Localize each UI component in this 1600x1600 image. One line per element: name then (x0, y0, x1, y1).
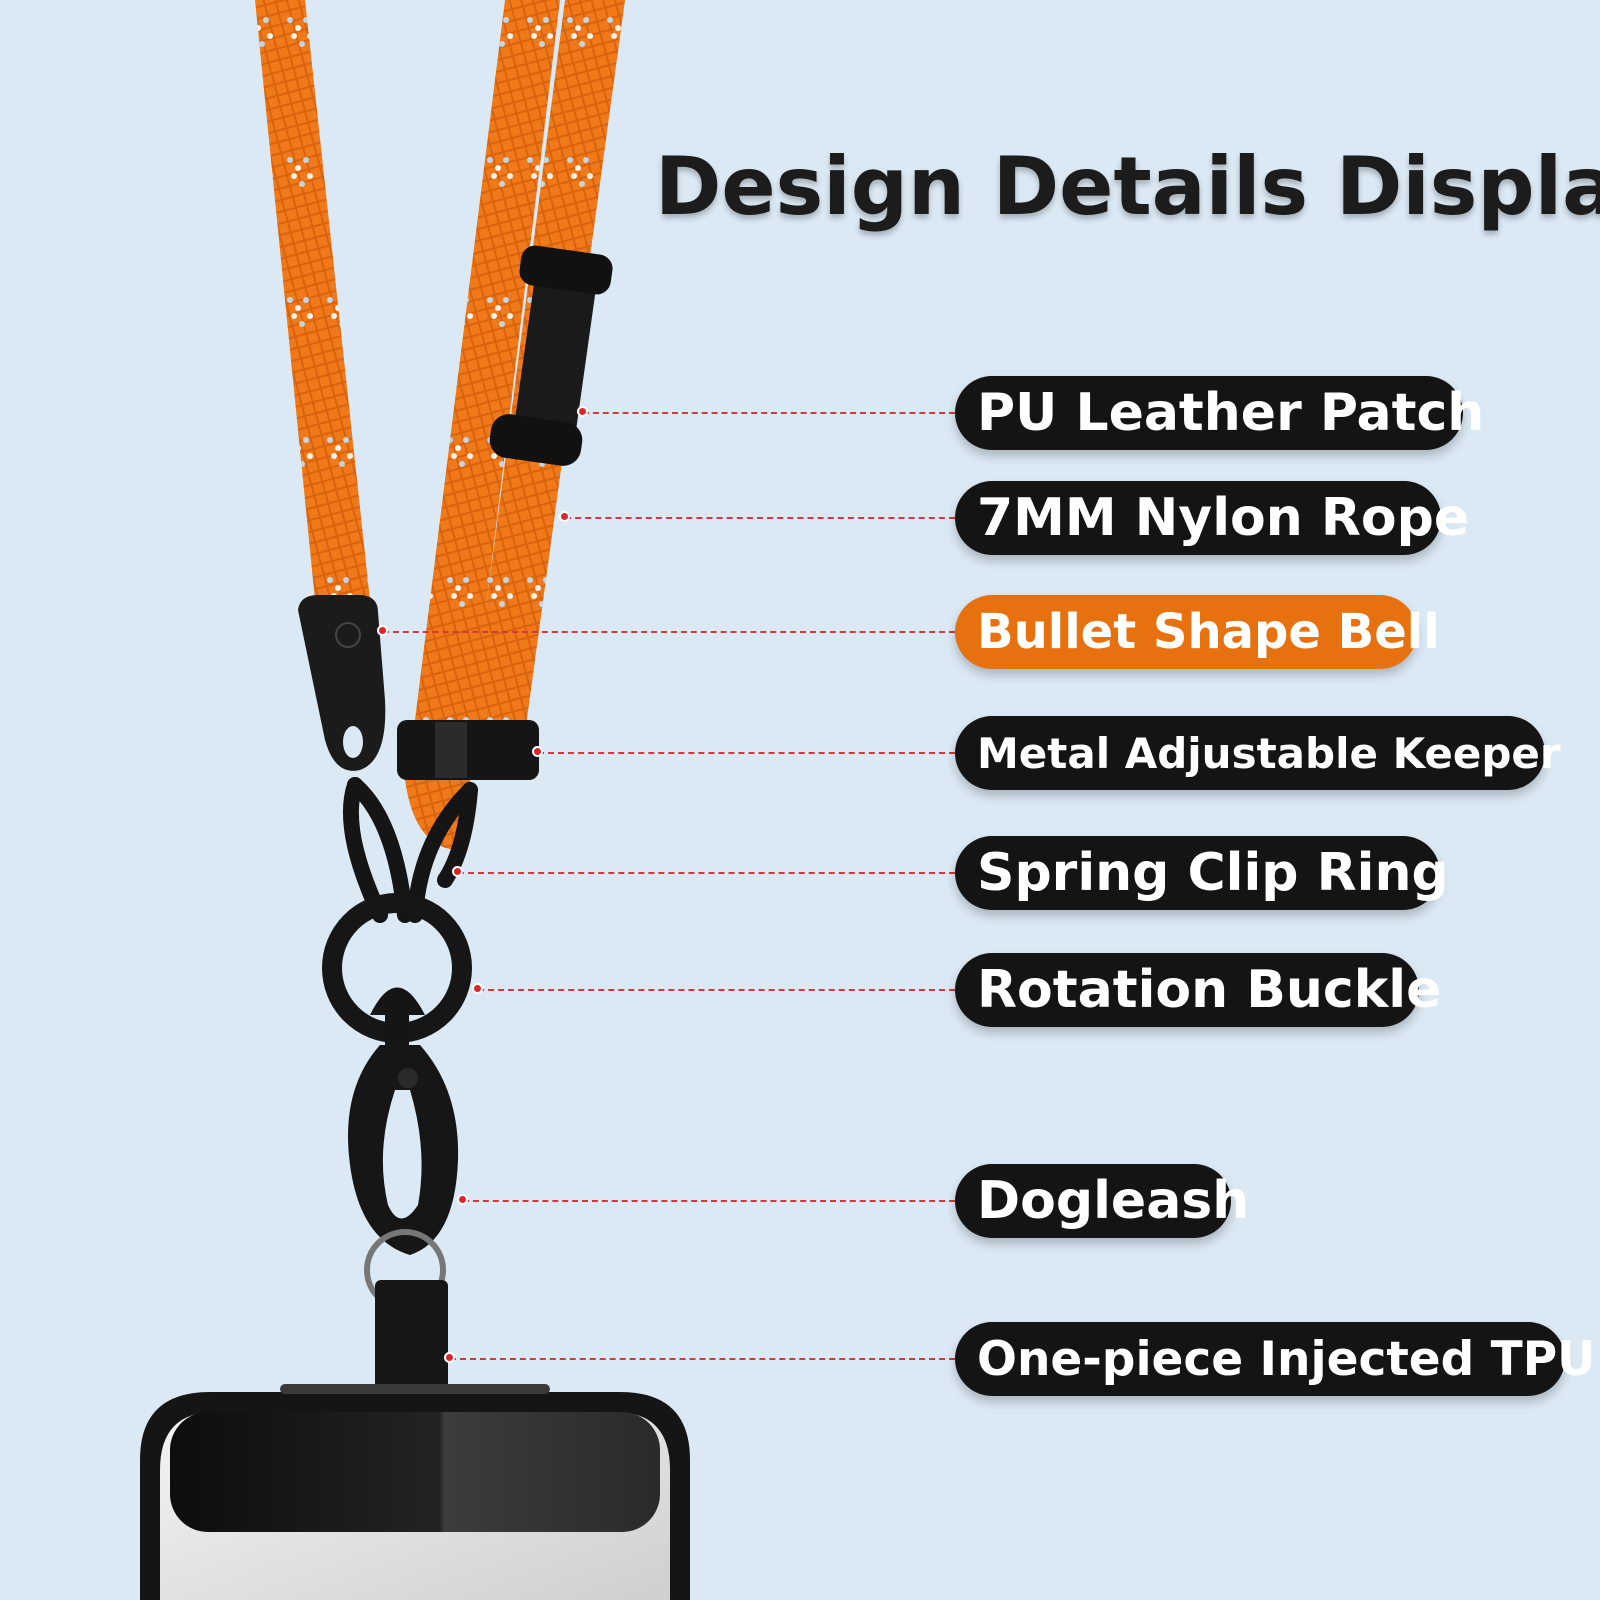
phone-body (140, 1384, 690, 1600)
leader-line (458, 872, 955, 874)
marker-dot (532, 746, 543, 757)
bullet-bell (298, 595, 386, 771)
label-metal-keeper: Metal Adjustable Keeper (955, 716, 1561, 790)
label-bullet-shape-bell: Bullet Shape Bell (955, 595, 1440, 669)
metal-keeper (397, 720, 539, 780)
marker-dot (559, 511, 570, 522)
leader-line (478, 989, 955, 991)
leader-line (463, 1200, 955, 1202)
page-title: Design Details Display (655, 140, 1600, 233)
tpu-tab (375, 1280, 448, 1395)
marker-dot (444, 1352, 455, 1363)
marker-dot (452, 866, 463, 877)
rotation-ring (322, 893, 472, 1050)
left-rope-strand (255, 0, 370, 600)
marker-dot (377, 625, 388, 636)
label-pu-leather-patch: PU Leather Patch (955, 376, 1484, 450)
leader-line (565, 517, 955, 519)
back-rope-strand (415, 0, 560, 740)
marker-dot (457, 1194, 468, 1205)
leader-line (583, 412, 955, 414)
label-dogleash: Dogleash (955, 1164, 1249, 1238)
marker-dot (472, 983, 483, 994)
marker-dot (577, 406, 588, 417)
label-rotation-buckle: Rotation Buckle (955, 953, 1441, 1027)
label-injected-tpu: One-piece Injected TPU (955, 1322, 1595, 1396)
leader-line (383, 631, 955, 633)
leader-line (450, 1358, 955, 1360)
leader-line (538, 752, 955, 754)
leather-patch (489, 245, 613, 466)
label-spring-clip-ring: Spring Clip Ring (955, 836, 1449, 910)
label-nylon-rope: 7MM Nylon Rope (955, 481, 1469, 555)
dog-leash-clasp (348, 1045, 459, 1311)
